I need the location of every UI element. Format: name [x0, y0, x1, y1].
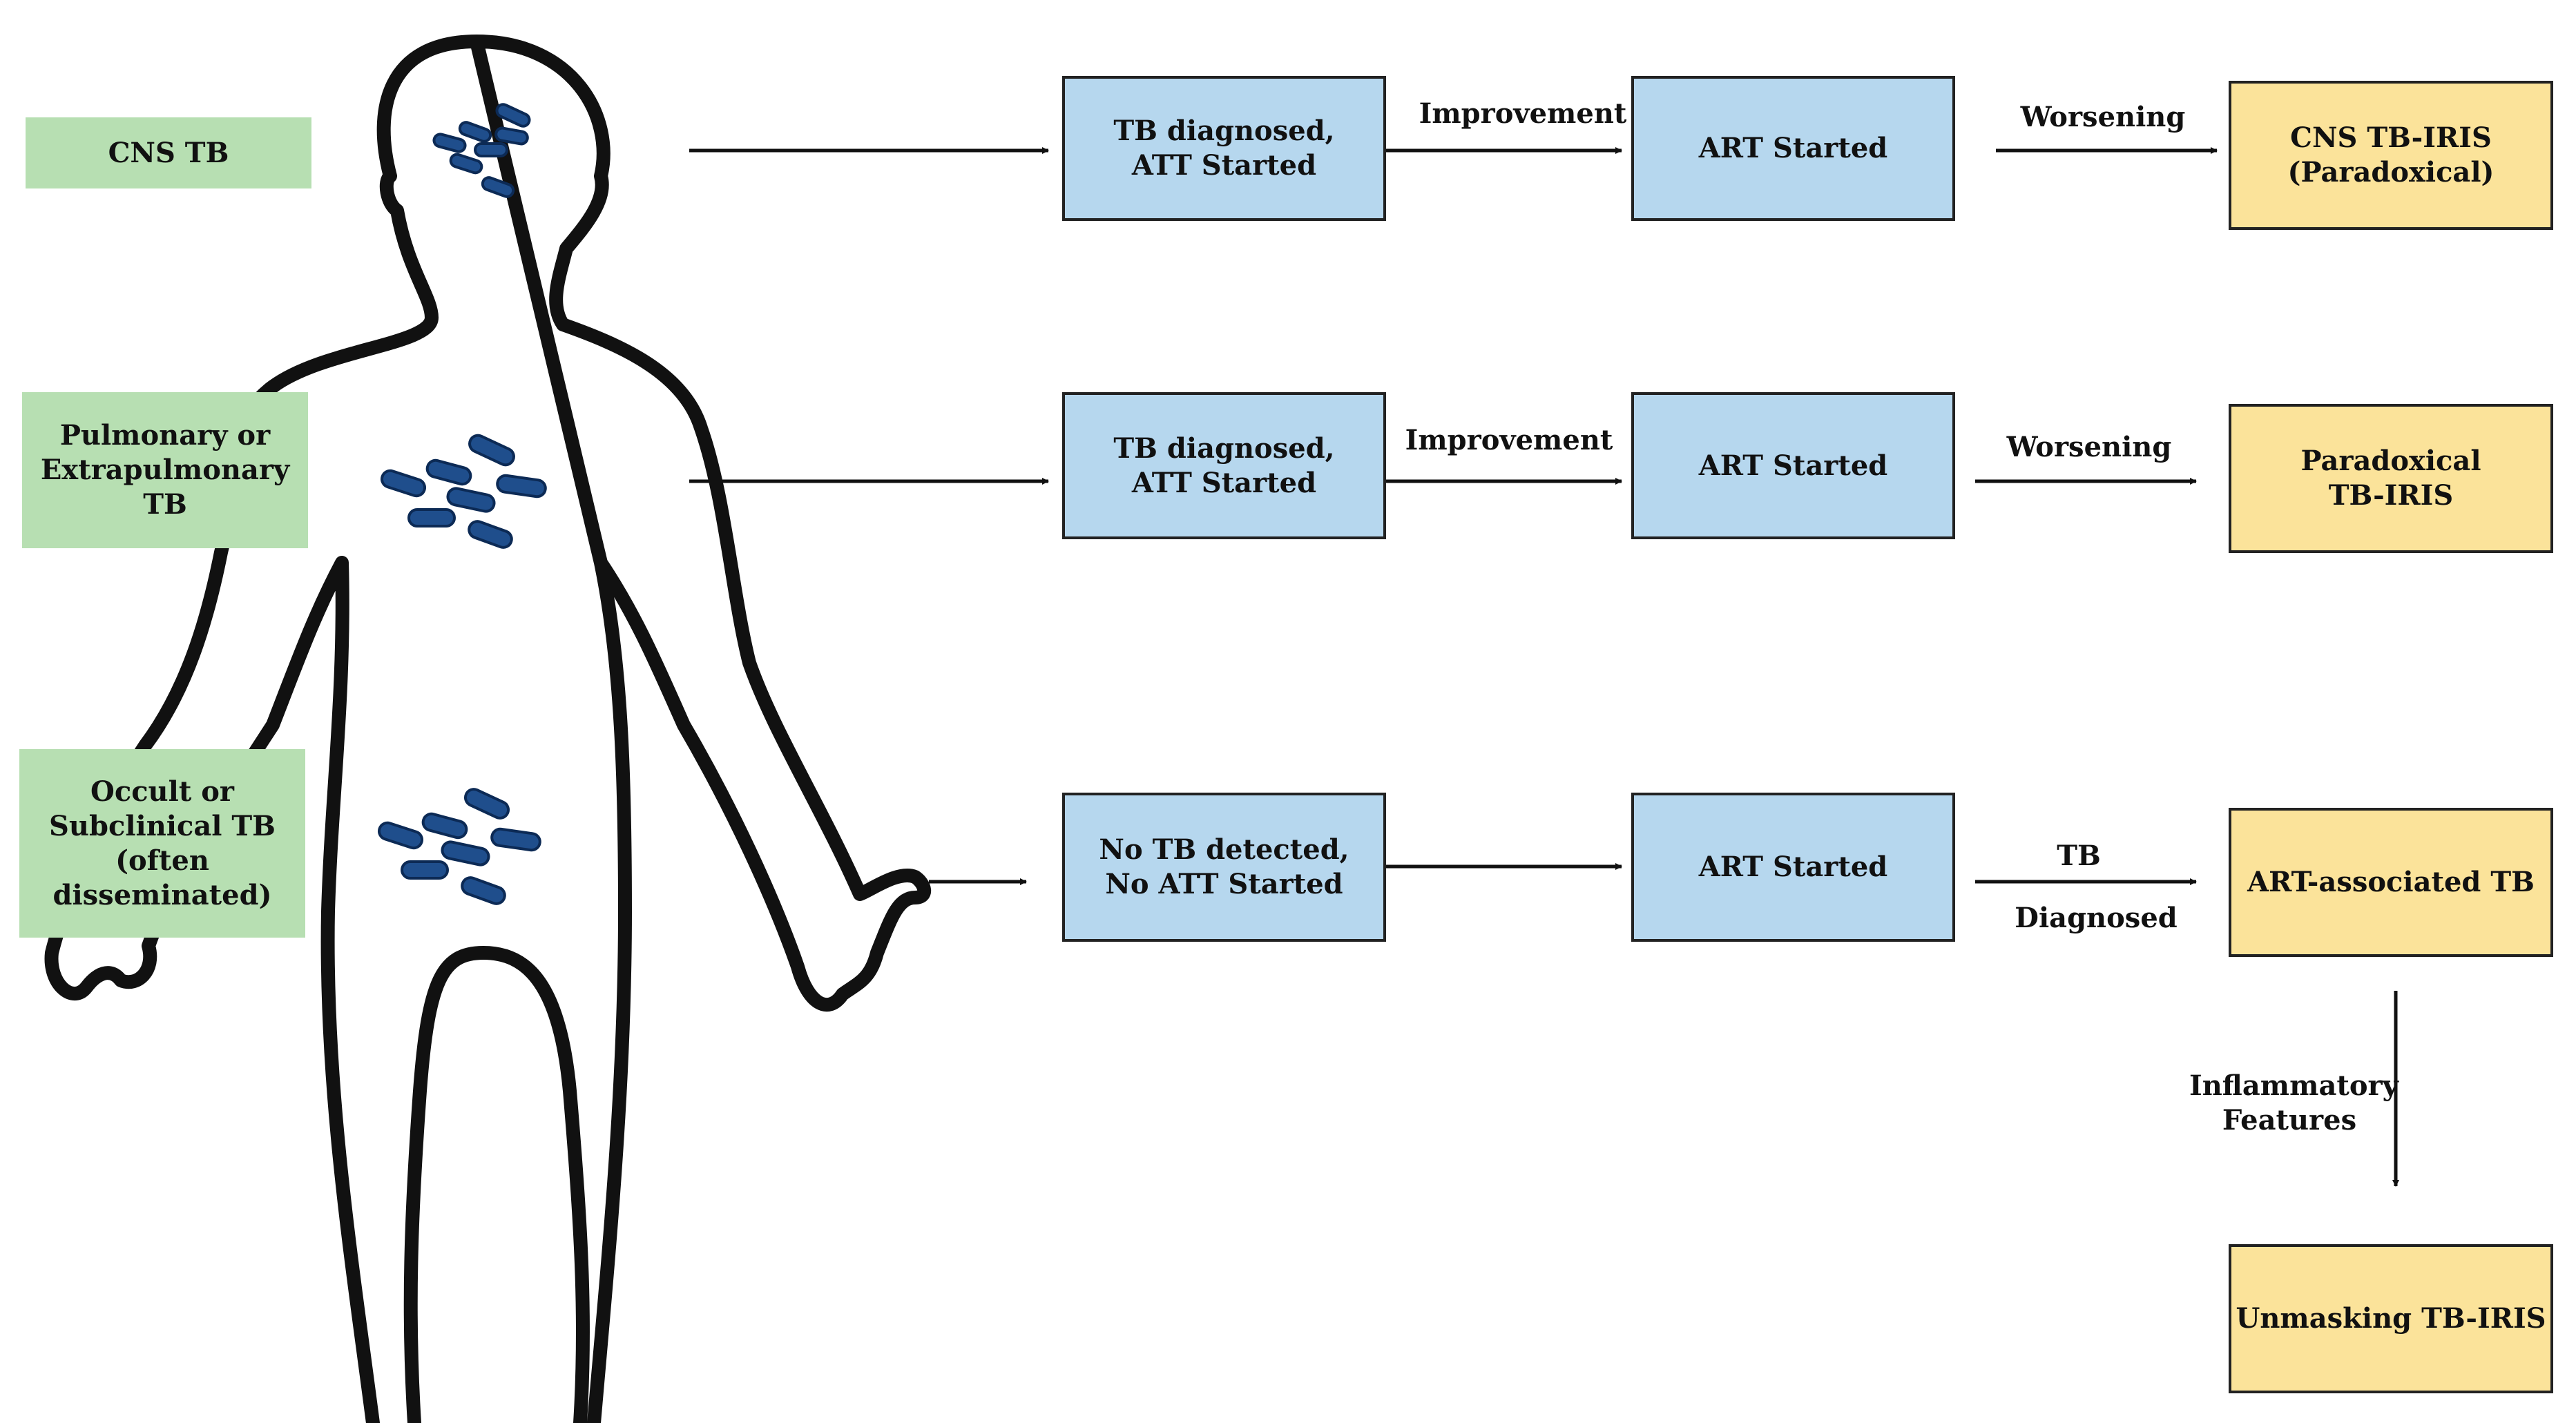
box-text: (Paradoxical): [2287, 156, 2495, 188]
site-label-text: Extrapulmonary: [40, 454, 290, 486]
box-text: TB diagnosed,: [1113, 432, 1335, 465]
row1-step1-box: TB diagnosed, ATT Started: [1062, 76, 1386, 221]
bacilli-cluster-head: [432, 103, 531, 198]
box-text: Paradoxical: [2300, 445, 2481, 477]
box-text: No ATT Started: [1105, 868, 1343, 900]
site-label-pulmonary: Pulmonary or Extrapulmonary TB: [22, 392, 308, 548]
row3-arrow2-label-top: TB: [2057, 840, 2101, 872]
site-label-text: CNS TB: [108, 136, 229, 169]
row2-arrow2-label: Worsening: [2006, 431, 2172, 463]
row2-outcome-box: Paradoxical TB-IRIS: [2229, 404, 2553, 553]
site-label-text: Pulmonary or: [59, 419, 271, 452]
final-outcome-box: Unmasking TB-IRIS: [2229, 1244, 2553, 1393]
down-arrow-label: Inflammatory Features: [2189, 1069, 2399, 1138]
row2-step2-box: ART Started: [1631, 392, 1955, 539]
box-text: Unmasking TB-IRIS: [2236, 1302, 2546, 1335]
down-arrow-label-line: Inflammatory: [2189, 1069, 2399, 1102]
site-label-text: Occult or: [90, 775, 234, 808]
row3-arrow2-label-bottom: Diagnosed: [2015, 902, 2178, 934]
box-text: No TB detected,: [1099, 833, 1349, 866]
box-text: ATT Started: [1131, 466, 1317, 499]
row3-step2-box: ART Started: [1631, 793, 1955, 942]
row1-arrow1-label: Improvement: [1419, 97, 1627, 130]
site-label-text: Subclinical TB: [49, 809, 276, 842]
row3-step1-box: No TB detected, No ATT Started: [1062, 793, 1386, 942]
site-label-text: TB: [143, 488, 187, 521]
row3-outcome-box: ART-associated TB: [2229, 808, 2553, 957]
site-label-occult: Occult or Subclinical TB (often dissemin…: [19, 749, 305, 938]
box-text: ART Started: [1698, 449, 1888, 482]
row1-outcome-box: CNS TB-IRIS (Paradoxical): [2229, 81, 2553, 230]
box-text: ART Started: [1698, 132, 1888, 164]
box-text: ATT Started: [1131, 149, 1317, 182]
bacilli-cluster-abdomen: [377, 788, 541, 905]
box-text: CNS TB-IRIS: [2290, 122, 2492, 154]
site-label-text: (often: [115, 844, 209, 877]
box-text: TB-IRIS: [2328, 479, 2454, 512]
down-arrow-label-line: Features: [2222, 1104, 2357, 1136]
box-text: ART Started: [1698, 851, 1888, 883]
box-text: TB diagnosed,: [1113, 115, 1335, 147]
site-label-text: disseminated): [52, 878, 272, 911]
row2-step1-box: TB diagnosed, ATT Started: [1062, 392, 1386, 539]
row1-arrow2-label: Worsening: [2020, 101, 2186, 133]
bacilli-cluster-chest: [380, 434, 547, 549]
row1-step2-box: ART Started: [1631, 76, 1955, 221]
row2-arrow1-label: Improvement: [1405, 424, 1613, 456]
site-label-cns: CNS TB: [26, 117, 311, 188]
box-text: ART-associated TB: [2247, 866, 2535, 898]
